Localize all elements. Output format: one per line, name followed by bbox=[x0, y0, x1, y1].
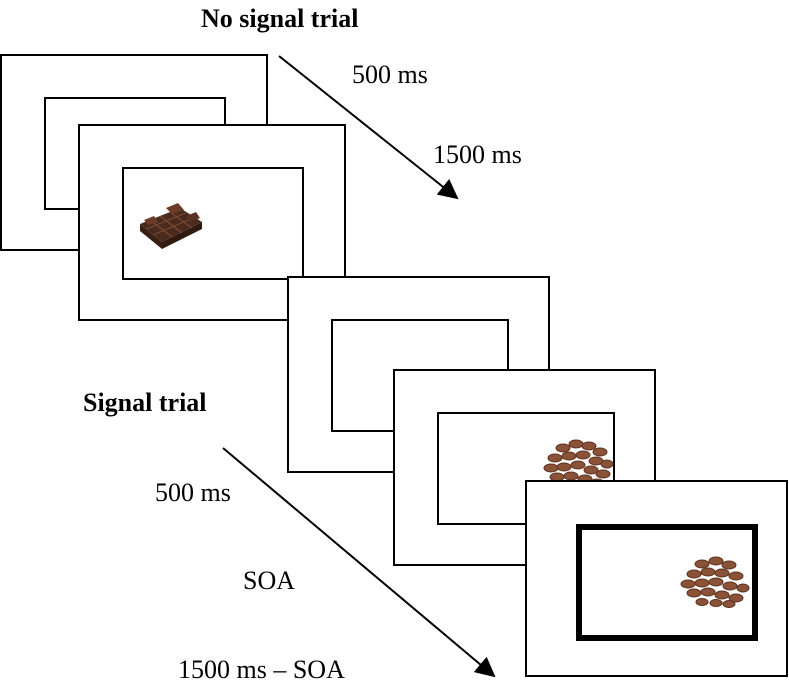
signal-timing-remaining: 1500 ms – SOA bbox=[178, 655, 345, 684]
stop-signal-box bbox=[576, 524, 758, 641]
chocolate-bar-icon bbox=[140, 203, 202, 249]
stimulus-box bbox=[122, 167, 304, 280]
no-signal-timing-1500: 1500 ms bbox=[433, 140, 522, 169]
chocolate-buttons-icon bbox=[680, 556, 750, 608]
signal-trial-title: Signal trial bbox=[83, 388, 207, 417]
no-signal-timing-500: 500 ms bbox=[352, 60, 428, 89]
signal-timing-soa: SOA bbox=[243, 566, 296, 595]
signal-timing-500: 500 ms bbox=[155, 478, 231, 507]
signal-stop-screen bbox=[525, 480, 788, 677]
no-signal-trial-title: No signal trial bbox=[201, 4, 359, 33]
